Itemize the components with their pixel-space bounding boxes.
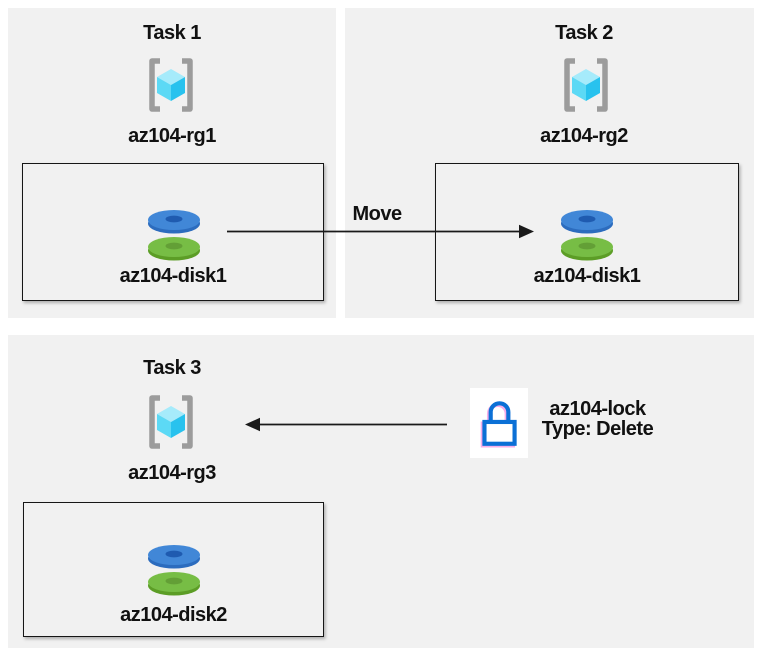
disk-icon [145, 540, 203, 598]
resource-group-label: az104-rg1 [128, 125, 216, 147]
disk-box-task3: az104-disk2 [23, 502, 324, 637]
panel-task1: Task 1 az104-rg1 az104-disk1 [8, 8, 336, 318]
task3-title: Task 3 [143, 357, 201, 379]
disk-label: az104-disk1 [119, 265, 227, 287]
disk-box-task1: az104-disk1 [22, 163, 324, 301]
disk-box-task2: az104-disk1 [435, 163, 739, 301]
lock-icon [470, 388, 528, 458]
move-arrow-label: Move [352, 203, 402, 225]
resource-group-icon [141, 393, 201, 451]
lock-annotation: az104-lock Type: Delete [535, 399, 660, 439]
lock-name: az104-lock [549, 398, 646, 420]
panel-task3: Task 3 az104-rg3 az104-disk2 [8, 335, 754, 648]
disk-label: az104-disk2 [120, 604, 227, 626]
resource-group-icon [141, 56, 201, 114]
task2-title: Task 2 [555, 22, 613, 44]
disk-label: az104-disk1 [533, 265, 641, 287]
task1-title: Task 1 [143, 22, 201, 44]
disk-icon [145, 205, 203, 263]
resource-group-label: az104-rg3 [128, 462, 216, 484]
lock-type: Type: Delete [541, 418, 654, 440]
panel-task2: Task 2 az104-rg2 az104-disk1 [345, 8, 754, 318]
resource-group-label: az104-rg2 [540, 125, 628, 147]
disk-icon [558, 205, 616, 263]
resource-group-icon [556, 56, 616, 114]
